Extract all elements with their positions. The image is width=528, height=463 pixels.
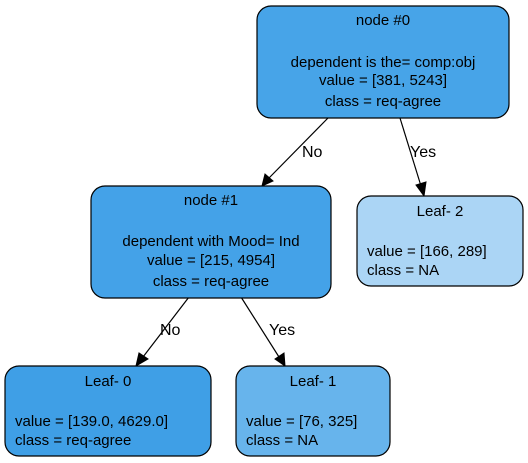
- edge-label-no: No: [160, 322, 181, 339]
- node-box: [90, 185, 332, 299]
- edge-node0-node1: No: [261, 117, 329, 187]
- tree-node-1: node #1 dependent with Mood= Ind value =…: [90, 185, 332, 299]
- node-title: Leaf- 2: [417, 203, 464, 220]
- edge-node1-leaf1: Yes: [240, 296, 295, 368]
- tree-leaf-1: Leaf- 1 value = [76, 325] class = NA: [235, 365, 391, 457]
- node-value: value = [166, 289]: [367, 243, 487, 260]
- tree-node-0: node #0 dependent is the= comp:obj value…: [256, 5, 510, 119]
- node-value: value = [76, 325]: [246, 413, 357, 430]
- node-title: Leaf- 1: [290, 373, 337, 390]
- node-box: [4, 365, 212, 457]
- node-value: value = [381, 5243]: [319, 72, 447, 89]
- node-title: node #0: [356, 12, 410, 29]
- node-split: dependent is the= comp:obj: [291, 54, 476, 71]
- node-title: node #1: [184, 192, 238, 209]
- node-title: Leaf- 0: [85, 373, 132, 390]
- tree-leaf-2: Leaf- 2 value = [166, 289] class = NA: [356, 195, 524, 287]
- edge-node1-leaf0: No: [135, 296, 190, 368]
- node-class: class = NA: [246, 432, 318, 449]
- edge-node0-leaf2: Yes: [399, 117, 436, 198]
- edge-label-no: No: [302, 144, 323, 161]
- node-class: class = req-agree: [153, 273, 269, 290]
- node-class: class = NA: [367, 262, 439, 279]
- node-class: class = req-agree: [325, 93, 441, 110]
- node-box: [235, 365, 391, 457]
- node-box: [356, 195, 524, 287]
- node-value: value = [139.0, 4629.0]: [15, 413, 168, 430]
- tree-leaf-0: Leaf- 0 value = [139.0, 4629.0] class = …: [4, 365, 212, 457]
- edge-label-yes: Yes: [269, 322, 295, 339]
- node-class: class = req-agree: [15, 432, 131, 449]
- edge-label-yes: Yes: [410, 144, 436, 161]
- node-split: dependent with Mood= Ind: [122, 233, 299, 250]
- node-value: value = [215, 4954]: [147, 252, 275, 269]
- node-box: [256, 5, 510, 119]
